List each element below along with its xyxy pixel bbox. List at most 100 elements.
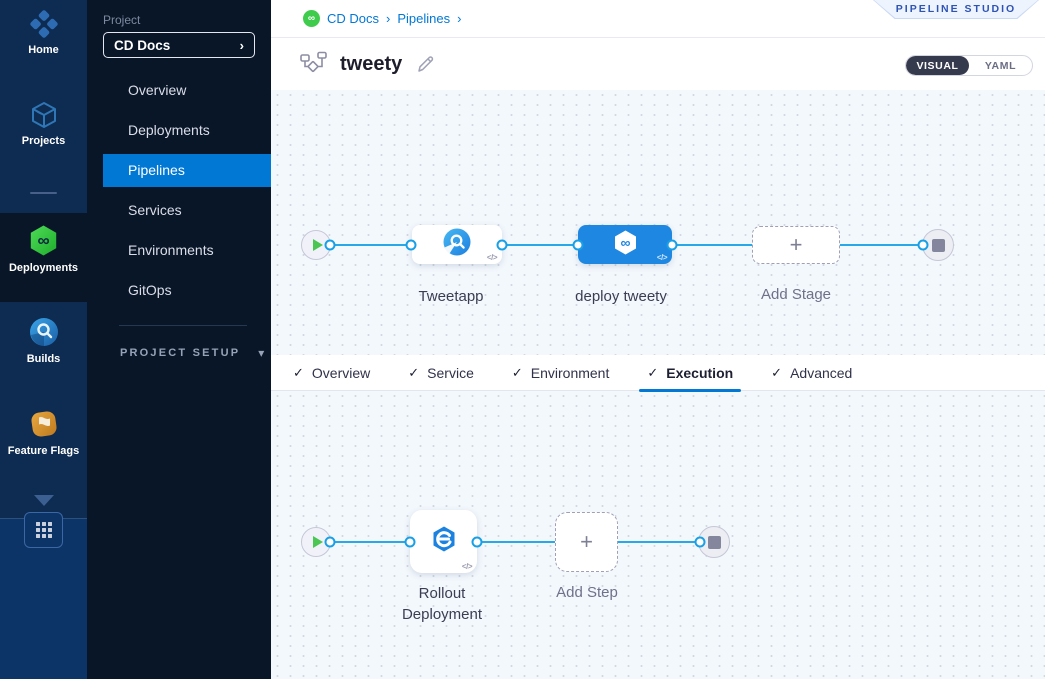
- code-mark-icon: </>: [486, 253, 498, 262]
- sidebar-item-deployments[interactable]: Deployments: [128, 122, 210, 138]
- breadcrumb-separator: ›: [386, 11, 391, 26]
- cd-hexagon-infinity-icon: ∞: [612, 229, 639, 261]
- play-icon: [312, 536, 323, 548]
- rail-item-label: Builds: [26, 353, 61, 365]
- project-selector[interactable]: CD Docs ›: [103, 32, 255, 58]
- toggle-visual[interactable]: VISUAL: [906, 56, 969, 75]
- add-stage-label: Add Stage: [760, 286, 832, 303]
- stage-canvas[interactable]: </> ∞ </> +: [271, 90, 1045, 355]
- breadcrumb-separator: ›: [457, 11, 462, 26]
- rail-item-builds[interactable]: Builds: [0, 316, 87, 365]
- svg-text:∞: ∞: [620, 234, 630, 250]
- plus-icon: +: [789, 232, 803, 257]
- connector-port[interactable]: [405, 239, 417, 251]
- deployments-icon: ∞: [0, 224, 87, 257]
- rail-item-label: Feature Flags: [7, 445, 80, 457]
- rail-item-label: Home: [28, 44, 59, 56]
- sidebar-divider: [119, 325, 247, 326]
- pipeline-studio-badge-label: PIPELINE STUDIO: [895, 3, 1017, 15]
- apps-grid-button[interactable]: [24, 512, 63, 548]
- rail-item-label: Deployments: [8, 262, 79, 274]
- check-icon: ✓: [293, 364, 304, 380]
- toggle-yaml[interactable]: YAML: [984, 59, 1017, 72]
- code-mark-icon: </>: [461, 562, 473, 571]
- connector-line: [330, 541, 700, 543]
- sidebar-item-services[interactable]: Services: [128, 202, 182, 218]
- project-nav: Overview Deployments Pipelines Services …: [87, 74, 271, 314]
- check-icon: ✓: [511, 364, 523, 380]
- play-icon: [312, 239, 323, 251]
- pipeline-title-bar: tweety VISUAL YAML: [271, 38, 1045, 90]
- project-setup-toggle[interactable]: PROJECT SETUP ▾: [120, 346, 264, 360]
- rail-item-projects[interactable]: Projects: [0, 100, 87, 147]
- project-section-label: Project: [103, 13, 141, 27]
- connector-port[interactable]: [471, 536, 483, 548]
- stop-icon: [931, 238, 945, 252]
- cd-module-icon: ∞: [303, 10, 320, 27]
- rollout-deployment-icon: [428, 523, 460, 560]
- connector-port[interactable]: [496, 239, 508, 251]
- pipeline-start-node[interactable]: [301, 230, 331, 260]
- pipeline-icon: [300, 51, 327, 78]
- breadcrumb-cd-docs[interactable]: CD Docs: [327, 11, 380, 26]
- tab-environment[interactable]: ✓ Environment: [511, 364, 610, 381]
- project-sidebar: Project CD Docs › Overview Deployments P…: [87, 0, 271, 679]
- plus-icon: +: [580, 529, 593, 554]
- tab-overview[interactable]: ✓ Overview: [293, 364, 371, 381]
- check-icon: ✓: [771, 364, 783, 380]
- rail-item-feature-flags[interactable]: Feature Flags: [0, 408, 87, 457]
- code-mark-icon: </>: [656, 253, 668, 262]
- stage-label-deploy-tweety: deploy tweety: [575, 288, 667, 305]
- stage-node-deploy-tweety[interactable]: ∞ </>: [578, 225, 672, 264]
- add-step-label: Add Step: [556, 584, 618, 601]
- main-content: ∞ CD Docs › Pipelines › PIPELINE STUDIO: [271, 0, 1045, 679]
- sidebar-item-pipelines[interactable]: Pipelines: [103, 154, 271, 187]
- connector-port[interactable]: [324, 536, 336, 548]
- builds-icon: [0, 316, 87, 348]
- chevron-down-icon: ▾: [258, 346, 265, 360]
- chevron-right-icon: ›: [239, 37, 244, 53]
- chevron-down-icon[interactable]: [34, 495, 54, 506]
- check-icon: ✓: [408, 364, 420, 380]
- rail-item-home[interactable]: Home: [0, 9, 87, 56]
- tab-execution[interactable]: ✓ Execution: [639, 355, 742, 392]
- connector-port[interactable]: [666, 239, 678, 251]
- ci-build-icon: [442, 227, 472, 262]
- execution-canvas[interactable]: </> + Rollout Deployment Add Step: [271, 391, 1045, 679]
- feature-flags-icon: [0, 408, 87, 440]
- pipeline-studio-badge: PIPELINE STUDIO: [873, 0, 1039, 19]
- connector-port[interactable]: [572, 239, 584, 251]
- connector-port[interactable]: [404, 536, 416, 548]
- add-step-button[interactable]: +: [555, 512, 618, 572]
- home-icon: [0, 9, 87, 39]
- projects-icon: [0, 100, 87, 130]
- add-stage-button[interactable]: +: [752, 226, 840, 264]
- grid-icon: [35, 522, 52, 538]
- step-label-rollout-deployment: Rollout Deployment: [401, 585, 483, 623]
- tab-service[interactable]: ✓ Service: [408, 364, 474, 381]
- project-setup-label: PROJECT SETUP: [120, 347, 241, 359]
- stop-icon: [707, 535, 721, 549]
- connector-port[interactable]: [324, 239, 336, 251]
- pipeline-title: tweety: [340, 52, 403, 75]
- sidebar-item-overview[interactable]: Overview: [128, 82, 187, 98]
- pencil-icon[interactable]: [415, 52, 435, 77]
- sidebar-item-environments[interactable]: Environments: [128, 242, 214, 258]
- sidebar-item-gitops[interactable]: GitOps: [128, 282, 172, 298]
- stage-node-tweetapp[interactable]: </>: [412, 225, 502, 264]
- tab-advanced[interactable]: ✓ Advanced: [771, 364, 853, 381]
- step-node-rollout-deployment[interactable]: </>: [410, 510, 477, 573]
- rail-divider: [30, 192, 57, 194]
- visual-yaml-toggle: VISUAL YAML: [905, 55, 1033, 76]
- svg-text:∞: ∞: [37, 231, 49, 250]
- connector-port[interactable]: [694, 536, 706, 548]
- module-rail: Home Projects ∞: [0, 0, 87, 679]
- rail-item-deployments[interactable]: ∞ Deployments: [0, 224, 87, 274]
- active-tab-underline: [639, 389, 742, 392]
- check-icon: ✓: [647, 364, 659, 380]
- stage-label-tweetapp: Tweetapp: [418, 288, 484, 305]
- connector-port[interactable]: [917, 239, 929, 251]
- rail-item-label: Projects: [21, 135, 66, 147]
- breadcrumb-pipelines[interactable]: Pipelines: [397, 11, 451, 26]
